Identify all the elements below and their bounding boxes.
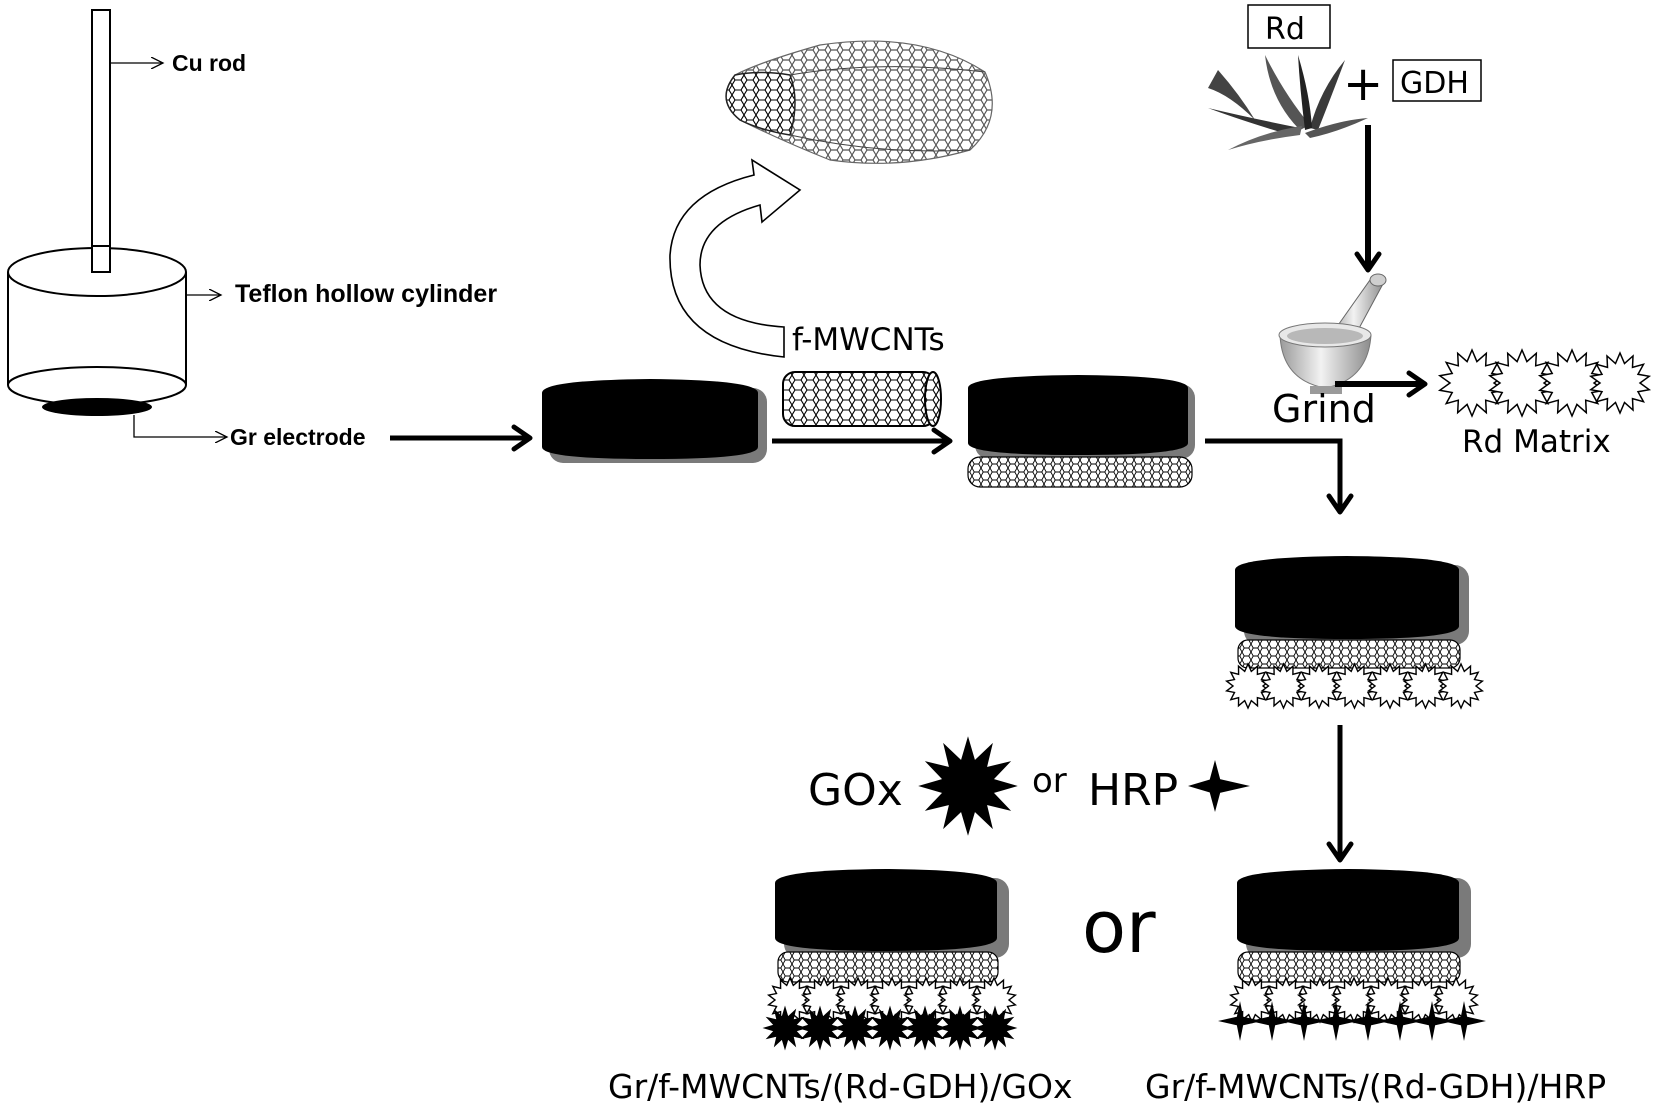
matrix-starburst-icon <box>1402 662 1449 710</box>
final-gox-label: Gr/f-MWCNTs/(Rd-GDH)/GOx <box>608 1067 1073 1106</box>
bare-electrode-disk <box>542 379 767 463</box>
cnt-layer <box>967 456 1193 488</box>
matrix-starburst-icon <box>1398 976 1446 1024</box>
gr-electrode-label: Gr electrode <box>230 424 366 450</box>
cnt-tube <box>782 371 942 427</box>
hrp-enzyme-star-icon <box>1250 1001 1294 1041</box>
rd-electrode-disk <box>1224 556 1485 710</box>
gox-electrode-disk <box>762 869 1018 1051</box>
matrix-starburst-icon <box>1364 976 1412 1024</box>
matrix-starburst-icon <box>1224 662 1272 710</box>
plus-sign: + <box>1343 56 1383 112</box>
matrix-starburst-icon <box>1432 976 1480 1024</box>
arrow-to-rd-electrode <box>1205 438 1354 515</box>
hrp-enzyme-star-icon <box>1442 1001 1486 1041</box>
fmwcnts-label: f-MWCNTs <box>792 322 945 358</box>
curved-hollow-arrow <box>669 158 802 358</box>
rd-matrix-starbursts <box>1437 348 1652 418</box>
matrix-starburst-icon <box>1437 662 1485 710</box>
matrix-starburst-icon <box>1537 348 1607 418</box>
cnt-layer <box>1237 951 1461 983</box>
rd-label: Rd <box>1265 12 1305 47</box>
hrp-enzyme-star-icon <box>1218 1001 1262 1041</box>
rd-box <box>1247 4 1331 49</box>
or-big-label: or <box>1082 885 1156 969</box>
hrp-electrode-disk <box>1218 869 1486 1041</box>
gox-enzyme-star-icon <box>918 736 1018 836</box>
rd-plant-leaf-icon <box>1208 55 1368 150</box>
cnt-layer <box>777 951 999 983</box>
matrix-starburst-icon <box>1228 976 1276 1024</box>
matrix-starburst-icon <box>1331 662 1378 710</box>
matrix-starburst-icon <box>834 976 882 1024</box>
or-small-label: or <box>1032 761 1067 801</box>
teflon-label: Teflon hollow cylinder <box>235 280 497 308</box>
mortar-pestle-icon <box>1278 273 1387 394</box>
hrp-enzyme-star-icon <box>1188 760 1250 812</box>
cnt-cone-icon <box>725 40 993 164</box>
gdh-box <box>1392 59 1482 102</box>
matrix-starburst-icon <box>1260 662 1307 710</box>
gdh-label: GDH <box>1400 66 1469 101</box>
matrix-starburst-icon <box>1366 662 1414 710</box>
matrix-starburst-icon <box>1487 348 1557 418</box>
cnt-electrode-disk <box>967 375 1195 488</box>
cu-rod-label: Cu rod <box>172 50 246 76</box>
hrp-label: HRP <box>1088 765 1178 816</box>
hrp-enzyme-star-icon <box>1282 1001 1326 1041</box>
final-hrp-label: Gr/f-MWCNTs/(Rd-GDH)/HRP <box>1145 1067 1606 1106</box>
matrix-starburst-icon <box>1295 662 1343 710</box>
cnt-layer <box>1237 639 1461 669</box>
electrode-assembly: Cu rod Teflon hollow cylinder Gr electro… <box>7 9 497 450</box>
rd-matrix-label: Rd Matrix <box>1462 424 1611 460</box>
matrix-starburst-icon <box>1588 351 1652 415</box>
hrp-enzyme-star-icon <box>1378 1001 1422 1041</box>
gox-label: GOx <box>808 765 903 816</box>
gr-electrode-disk <box>42 398 152 416</box>
matrix-starburst-icon <box>1437 348 1507 418</box>
hrp-enzyme-star-icon <box>1314 1001 1358 1041</box>
hrp-enzyme-star-icon <box>1346 1001 1390 1041</box>
cu-rod <box>91 9 111 269</box>
grind-label: Grind <box>1272 387 1376 431</box>
gox-enzyme-star-icon <box>972 1005 1018 1051</box>
hrp-enzyme-star-icon <box>1410 1001 1454 1041</box>
